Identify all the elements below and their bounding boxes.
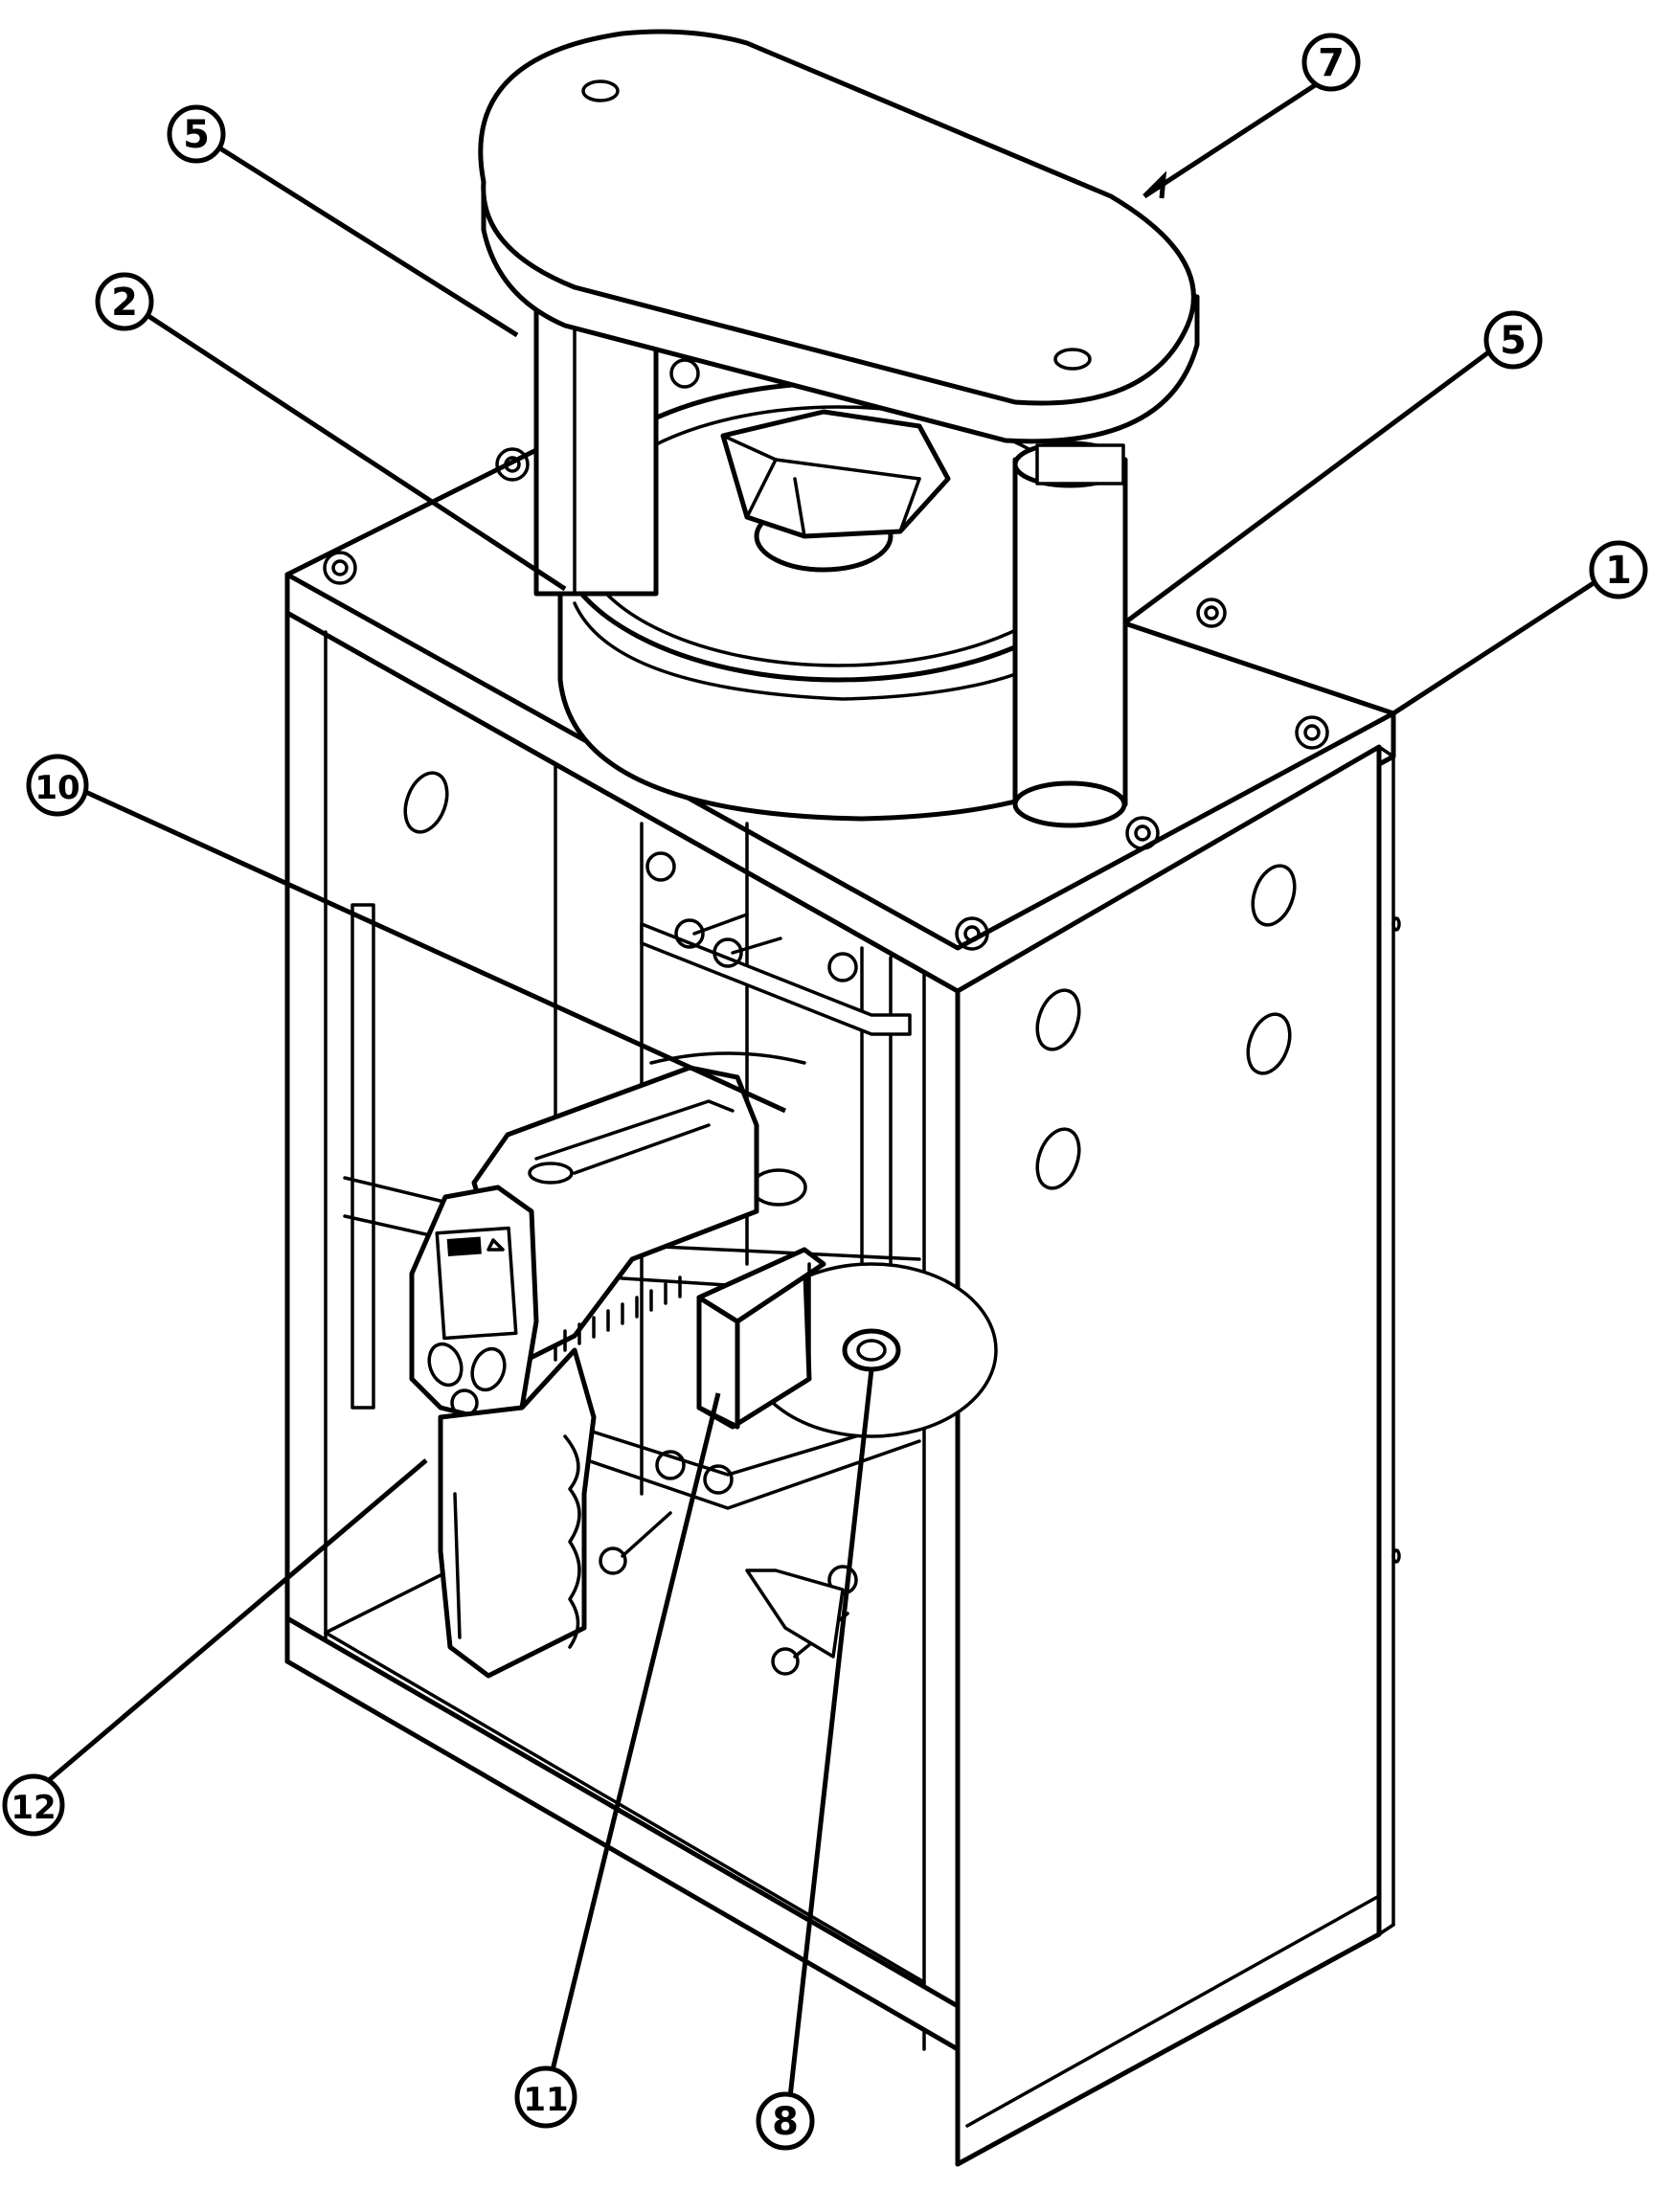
callout-7: 7	[1301, 33, 1361, 92]
screw-heads	[323, 447, 1329, 951]
callout-label: 1	[1605, 549, 1632, 593]
top-plate	[478, 29, 1200, 444]
callout-2: 2	[95, 272, 154, 331]
thermometer-vent-fins	[563, 1275, 682, 1352]
callout-10: 10	[26, 754, 89, 817]
callout-label: 12	[11, 1789, 56, 1827]
infrared-thermometer	[409, 1065, 759, 1679]
callout-label: 2	[111, 281, 138, 325]
callout-label: 7	[1318, 41, 1345, 85]
callout-5-top: 5	[167, 104, 226, 164]
callout-5-right: 5	[1483, 310, 1543, 370]
front-post	[1012, 440, 1128, 828]
callout-11: 11	[514, 2065, 577, 2129]
callout-label: 5	[183, 113, 210, 157]
sensor-block	[696, 1247, 826, 1430]
callout-label: 10	[34, 769, 79, 807]
callout-label: 5	[1500, 319, 1527, 363]
callout-1: 1	[1589, 540, 1648, 599]
callout-8: 8	[756, 2091, 815, 2151]
callout-label: 8	[772, 2100, 799, 2144]
callout-label: 11	[523, 2081, 568, 2119]
callout-12: 12	[2, 1773, 65, 1837]
leader-lines	[46, 72, 1601, 2098]
hex-nut	[720, 409, 951, 573]
